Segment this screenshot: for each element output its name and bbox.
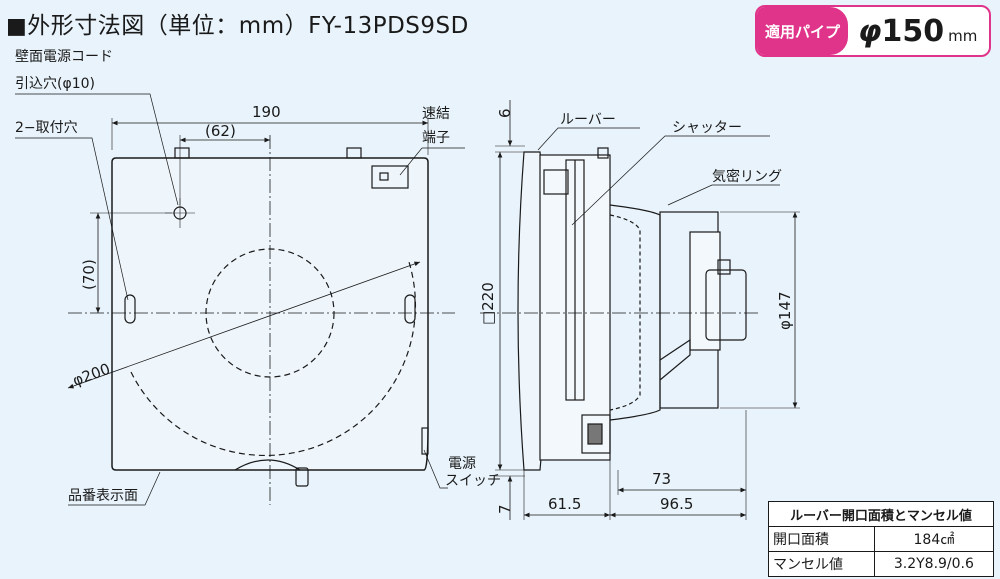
cord-hole-label-1: 壁面電源コード [15,49,113,65]
dim-width: 190 [252,103,281,121]
dim-bottom: 7 [496,504,514,514]
top-clip-right [346,147,362,159]
top-clip-left [174,147,190,159]
pipe-badge: 適用パイプ φ150 mm [755,5,991,57]
power-switch [421,427,429,455]
dim-depth-c: 73 [652,470,671,488]
dim-offset: (62) [205,122,236,140]
dim-square: □220 [479,282,497,325]
dim-depth-a: 61.5 [548,495,581,513]
spec-key: 開口面積 [768,526,875,552]
mount-holes-label: 2−取付穴 [15,120,78,136]
dim-diameter: φ200 [70,360,112,390]
side-view [480,100,800,520]
table-row: 開口面積 184㎠ [768,526,995,552]
power-switch-label-1: 電源 [448,456,476,472]
pipe-badge-unit: mm [948,27,978,45]
dim-depth-b: 96.5 [660,495,693,513]
front-view [15,93,465,506]
cord-hole-label-2: 引込穴(φ10) [15,76,95,92]
spec-table-header: ルーバー開口面積とマンセル値 [768,501,994,527]
power-switch-label-2: スイッチ [445,473,501,489]
page-title: ■外形寸法図（単位：mm）FY-13PDS9SD [6,13,469,39]
quick-terminal [371,165,409,189]
dim-pipe-dia: φ147 [776,291,794,330]
spec-table: ルーバー開口面積とマンセル値 開口面積 184㎠ マンセル値 3.2Y8.9/0… [768,501,995,577]
dim-top: 6 [496,108,514,118]
airtight-ring-label: 気密リング [712,168,782,185]
quick-terminal-label-1: 速結 [422,106,450,122]
louver-label: ルーバー [560,112,616,128]
spec-value: 184㎠ [873,526,995,552]
dim-height-offset: (70) [80,259,98,290]
spec-key: マンセル値 [768,551,875,577]
quick-terminal-label-2: 端子 [422,130,450,146]
switch-box [581,414,611,454]
product-label-tab [234,459,301,471]
spec-value: 3.2Y8.9/0.6 [873,551,995,577]
pipe-badge-label: 適用パイプ [757,7,849,55]
product-label-label: 品番表示面 [68,488,138,504]
outer-circle-arc [130,261,416,456]
table-row: マンセル値 3.2Y8.9/0.6 [768,551,995,577]
bottom-tab [295,467,309,487]
shutter-label: シャッター [672,120,742,136]
airtight-ring [609,204,661,421]
spec-table-header-row: ルーバー開口面積とマンセル値 [768,501,994,527]
pipe-badge-value: φ150 [858,13,945,49]
